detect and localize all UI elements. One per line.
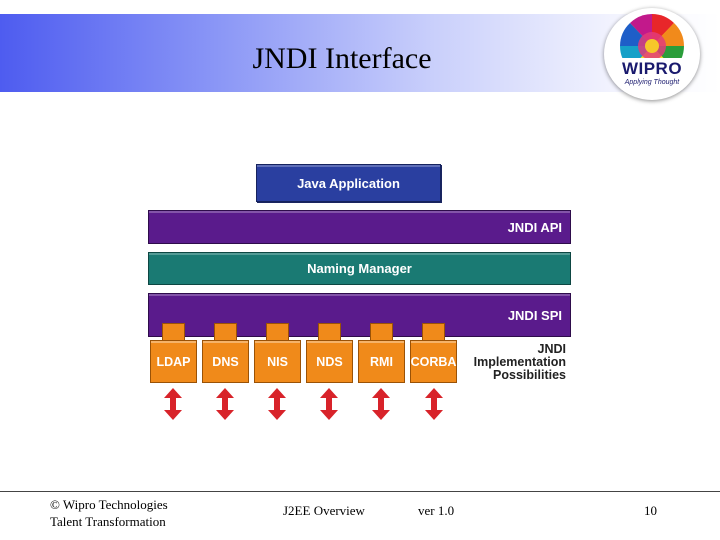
wipro-flower-icon — [612, 14, 692, 92]
provider-label: NIS — [254, 340, 301, 383]
provider-dns: DNS — [202, 323, 249, 383]
naming-manager-layer: Naming Manager — [148, 252, 571, 285]
provider-label: NDS — [306, 340, 353, 383]
jndi-api-layer: JNDI API — [148, 210, 571, 244]
double-arrow-icon — [425, 388, 443, 420]
provider-label: RMI — [358, 340, 405, 383]
footer-course: J2EE Overview — [283, 503, 365, 518]
impl-label-line: Implementation — [473, 355, 566, 369]
implementation-possibilities-label: JNDI Implementation Possibilities — [460, 343, 566, 382]
header-band — [0, 14, 720, 92]
footer-divider — [0, 491, 720, 492]
double-arrow-icon — [372, 388, 390, 420]
footer-copyright: © Wipro Technologies — [50, 497, 168, 512]
provider-label: LDAP — [150, 340, 197, 383]
footer-version: ver 1.0 — [418, 503, 455, 518]
provider-label: CORBA — [410, 340, 457, 383]
provider-nds: NDS — [306, 323, 353, 383]
slide-title: JNDI Interface — [252, 42, 432, 75]
logo-wordmark: WIPRO — [621, 59, 683, 78]
double-arrow-icon — [320, 388, 338, 420]
double-arrow-icon — [164, 388, 182, 420]
impl-label-line: Possibilities — [493, 368, 566, 382]
impl-label-line: JNDI — [537, 342, 566, 356]
wipro-logo: WIPRO Applying Thought — [604, 8, 700, 100]
footer-page-number: 10 — [644, 503, 657, 518]
java-application-box: Java Application — [256, 164, 441, 202]
provider-label: DNS — [202, 340, 249, 383]
footer-department: Talent Transformation — [50, 514, 166, 529]
provider-ldap: LDAP — [150, 323, 197, 383]
provider-corba: CORBA — [410, 323, 457, 383]
double-arrow-icon — [268, 388, 286, 420]
logo-tagline: Applying Thought — [624, 79, 680, 86]
provider-nis: NIS — [254, 323, 301, 383]
provider-rmi: RMI — [358, 323, 405, 383]
double-arrow-icon — [216, 388, 234, 420]
